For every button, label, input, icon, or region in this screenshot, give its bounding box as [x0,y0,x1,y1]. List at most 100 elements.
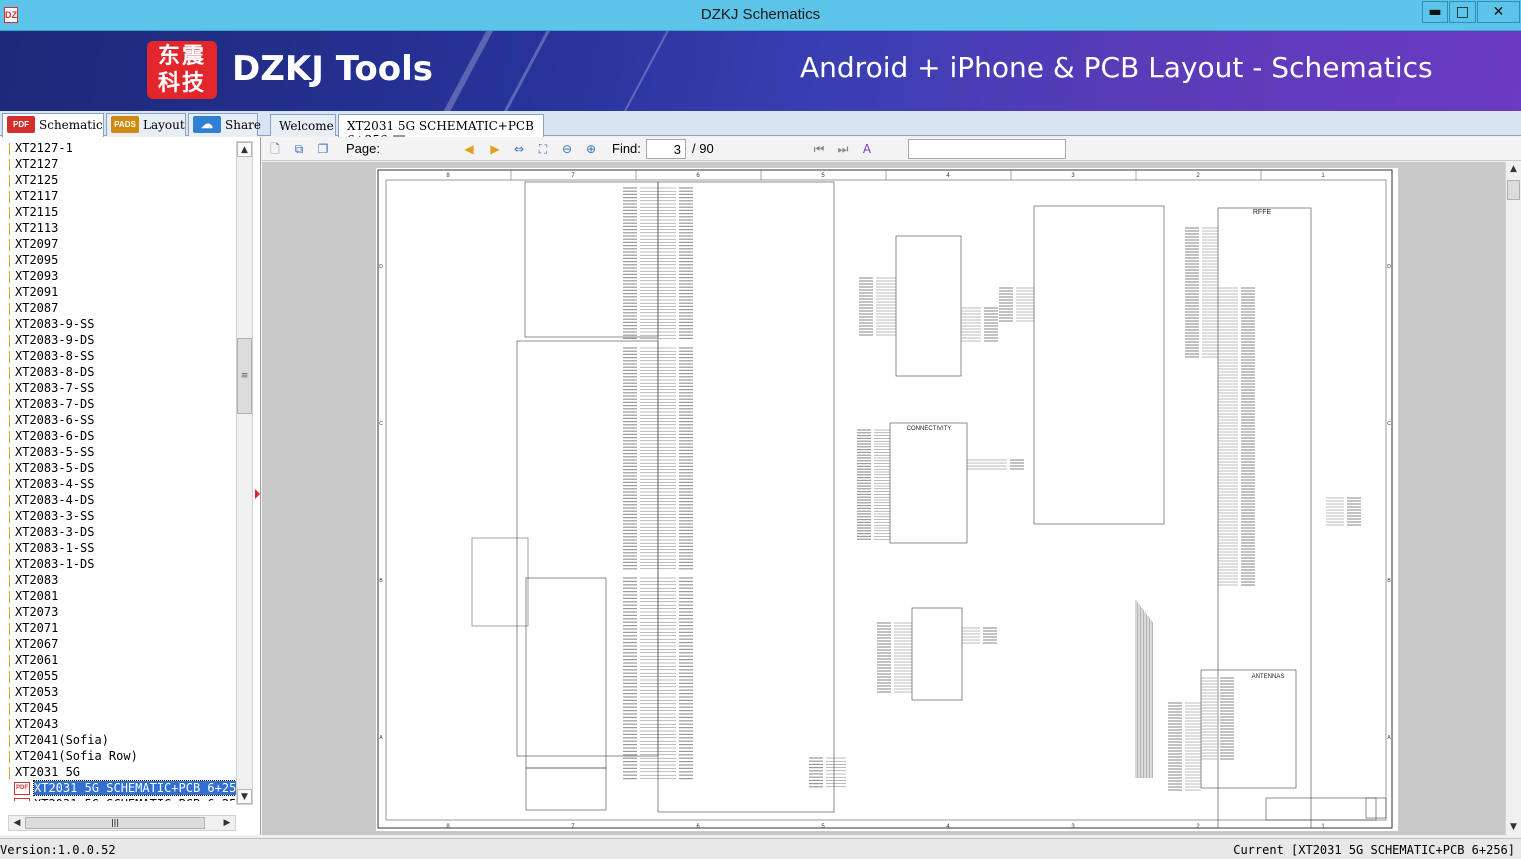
component-block [1265,797,1377,821]
minimize-button[interactable]: ▬ [1422,1,1448,23]
find-previous-icon[interactable]: ⏮ [813,142,825,156]
viewer-scroll-up-icon[interactable]: ▲ [1510,164,1517,174]
tree-item[interactable]: XT2083-6-DS [6,429,236,445]
tree-item[interactable]: XT2083-5-DS [6,461,236,477]
block-title-antennas: ANTENNAS [1252,674,1285,680]
viewer-scroll-thumb[interactable] [1507,180,1520,200]
tree-item[interactable]: XT2083-4-SS [6,477,236,493]
close-button[interactable]: ✕ [1477,1,1520,23]
tab-schematic[interactable]: PDF Schematic [2,113,104,137]
scroll-left-icon[interactable]: ◀ [13,818,21,828]
column-number: 4 [946,824,950,830]
tree-item[interactable]: XT2083-1-DS [6,557,236,573]
row-letter: C [1387,421,1391,427]
column-number: 7 [571,824,575,830]
tree-item[interactable]: XT2091 [6,285,236,301]
tree-item[interactable]: XT2083-1-SS [6,541,236,557]
tree-item[interactable]: XT2041(Sofia Row) [6,749,236,765]
status-bar: Version:1.0.0.52 Current [XT2031 5G SCHE… [0,838,1521,859]
component-block [525,767,607,811]
tree-item[interactable]: XT2087 [6,301,236,317]
next-page-icon[interactable]: ▶ [490,142,500,156]
tree-item[interactable]: XT2127 [6,157,236,173]
tree-item[interactable]: XT2115 [6,205,236,221]
tree-item[interactable]: XT2083-3-SS [6,509,236,525]
tree-horizontal-scrollbar[interactable]: ◀ ||| ▶ [8,815,236,831]
component-block [1033,205,1165,525]
tree-item[interactable]: XT2093 [6,269,236,285]
tree-item[interactable]: XT2083-9-DS [6,333,236,349]
tab-document[interactable]: XT2031 5G SCHEMATIC+PCB 6+256× [338,114,544,147]
fit-page-icon[interactable]: ⛶ [538,142,548,156]
row-letter: B [1387,578,1391,584]
tree-item[interactable]: XT2083-3-DS [6,525,236,541]
tab-share[interactable]: ☁ Share [188,113,261,136]
logo-text-bottom: 科技 [157,71,206,96]
zoom-in-icon[interactable]: ⊕ [585,142,597,156]
brand-name: DZKJ Tools [232,49,433,89]
pages-icon[interactable]: ❐ [317,142,329,156]
tree-item[interactable]: XT2127-1 [6,141,236,157]
tab-welcome[interactable]: Welcome [270,114,336,136]
tree-item[interactable]: XT2081 [6,589,236,605]
copy-icon[interactable]: ⧉ [294,142,304,156]
tree-item[interactable]: XT2083-8-DS [6,365,236,381]
viewer-scroll-down-icon[interactable]: ▼ [1510,822,1517,832]
tree-item[interactable]: XT2083-6-SS [6,413,236,429]
pdf-file-icon: PDF [14,782,30,795]
tree-item[interactable]: XT2067 [6,637,236,653]
tree-item[interactable]: XT2043 [6,717,236,733]
tree-item[interactable]: XT2083-4-DS [6,493,236,509]
match-case-icon[interactable]: A [862,142,872,156]
component-block [889,422,968,544]
tree-item[interactable]: XT2083 [6,573,236,589]
find-input[interactable] [908,139,1066,159]
zoom-out-icon[interactable]: ⊖ [561,142,573,156]
tree-item[interactable]: XT2083-7-DS [6,397,236,413]
scroll-up-icon[interactable]: ▲ [237,142,252,157]
find-next-icon[interactable]: ⏭ [837,142,849,156]
column-number: 8 [446,824,450,830]
tree-item[interactable]: XT2083-9-SS [6,317,236,333]
tree-item[interactable]: XT2041(Sofia) [6,733,236,749]
tab-layout[interactable]: PADS Layout [106,113,186,136]
scroll-right-icon[interactable]: ▶ [223,818,231,828]
tree-item[interactable]: XT2055 [6,669,236,685]
hscroll-thumb[interactable]: ||| [25,817,205,829]
collapse-panel-icon[interactable] [255,489,260,499]
tree-item[interactable]: XT2095 [6,253,236,269]
tree-item[interactable]: XT2083-5-SS [6,445,236,461]
maximize-button[interactable]: □ [1449,1,1476,23]
fit-width-icon[interactable]: ⇔ [513,142,525,156]
component-block [525,577,607,769]
tree-item[interactable]: XT2031 5G [6,765,236,781]
tree-item[interactable]: XT2083-8-SS [6,349,236,365]
tree-item[interactable]: XT2073 [6,605,236,621]
row-letter: B [379,578,383,584]
column-number: 6 [696,173,700,179]
tab-welcome-label: Welcome [279,119,334,133]
tree-item[interactable]: XT2053 [6,685,236,701]
component-block [516,340,659,757]
tree-item[interactable]: XT2113 [6,221,236,237]
viewer-vertical-scrollbar[interactable]: ▲ ▼ [1505,162,1521,835]
page-number-input[interactable] [646,139,686,159]
scroll-down-icon[interactable]: ▼ [237,789,252,804]
tree-item[interactable]: XT2061 [6,653,236,669]
tree-item[interactable]: XT2097 [6,237,236,253]
previous-page-icon[interactable]: ◀ [464,142,474,156]
tree-vertical-scrollbar[interactable]: ▲ ≡ ▼ [236,141,253,805]
column-number: 8 [446,173,450,179]
tree-item[interactable]: XT2125 [6,173,236,189]
tree-item[interactable]: XT2045 [6,701,236,717]
tree-item[interactable]: XT2117 [6,189,236,205]
scroll-thumb[interactable]: ≡ [237,338,252,414]
tree-item[interactable]: XT2083-7-SS [6,381,236,397]
open-file-icon[interactable]: 🗋 [270,142,280,156]
tree-item[interactable]: XT2071 [6,621,236,637]
